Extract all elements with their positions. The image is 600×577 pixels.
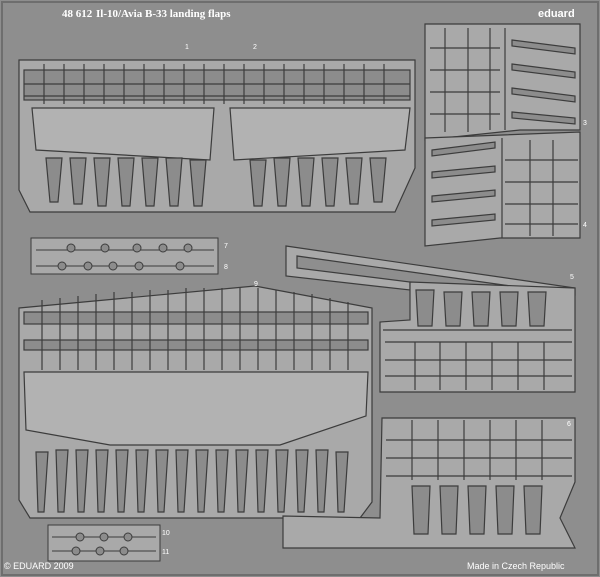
upper-rib-lines [43, 64, 385, 104]
part-flap-lower [18, 285, 373, 519]
part-panel-4 [424, 131, 581, 247]
copyright-text: © EDUARD 2009 [4, 561, 74, 571]
upper-lower-ribs [45, 157, 387, 207]
part-number-5: 5 [570, 274, 574, 281]
part-number-1: 1 [185, 44, 189, 51]
part-number-7: 7 [224, 243, 228, 250]
part-number-10: 10 [162, 530, 170, 537]
part-number-11: 11 [162, 549, 170, 556]
part-number-8: 8 [224, 264, 228, 271]
brand-logo: eduard [538, 8, 575, 20]
part-strip-10-11 [47, 524, 161, 562]
part-flap-6 [282, 417, 576, 549]
part-number-4: 4 [583, 222, 587, 229]
part-strip-7-8 [30, 237, 219, 275]
kit-title: Il-10/Avia B-33 landing flaps [96, 8, 231, 20]
part-number-9: 9 [254, 281, 258, 288]
kit-code: 48 612 [62, 8, 93, 20]
part-flap-upper [18, 59, 416, 213]
part-frame-5 [285, 245, 576, 393]
origin-text: Made in Czech Republic [467, 561, 565, 571]
part-number-6: 6 [567, 421, 571, 428]
part-number-2: 2 [253, 44, 257, 51]
part-panel-3 [424, 23, 581, 141]
part-number-3: 3 [583, 120, 587, 127]
